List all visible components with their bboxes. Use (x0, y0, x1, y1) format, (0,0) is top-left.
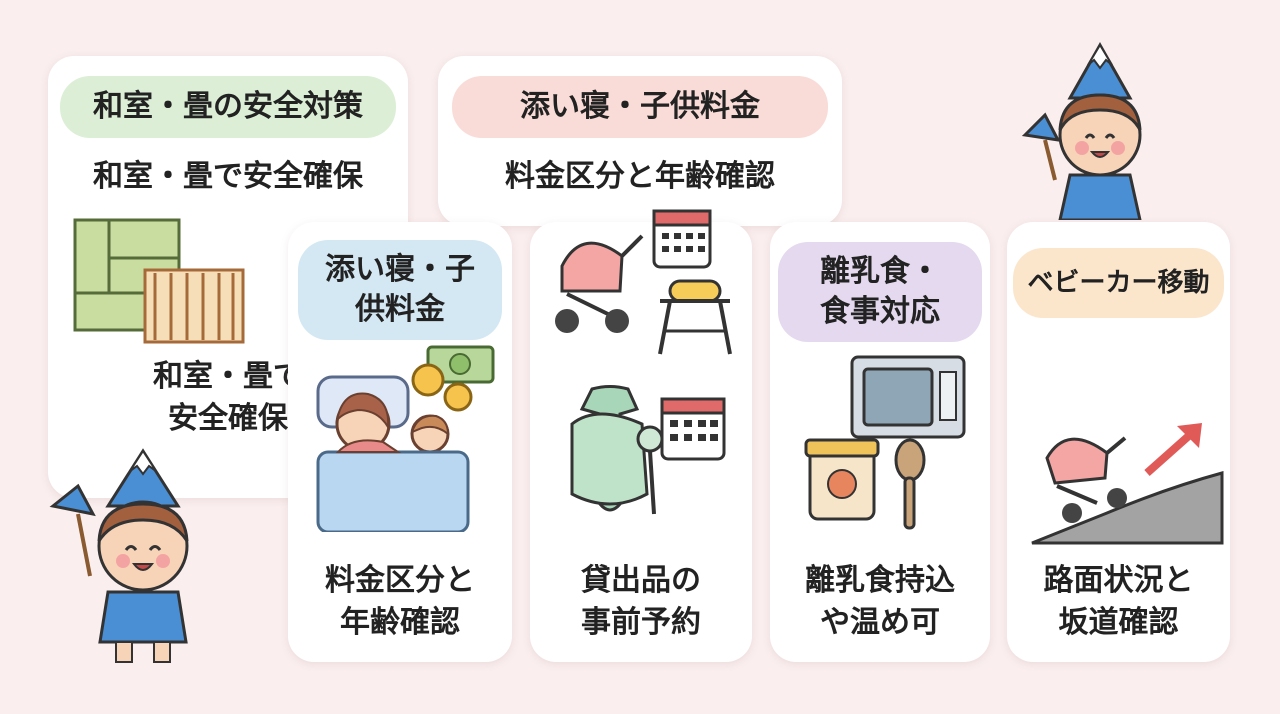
rental-caption-2: 事前予約 (581, 605, 701, 640)
pill-soine: 添い寝・子 供料金 (298, 240, 502, 340)
pill-soine-label-1: 添い寝・子 (325, 252, 475, 287)
pill-soine-label-2: 供料金 (355, 292, 445, 327)
washitsu-caption-1: 和室・畳で (153, 359, 303, 394)
stroller-slope-icon (1031, 423, 1224, 545)
mascot-girl-bottom-left-icon (49, 448, 189, 663)
washitsu-subtitle: 和室・畳で安全確保 (93, 159, 363, 194)
pill-stroller: ベビーカー移動 (1013, 248, 1224, 318)
pill-soine-top: 添い寝・子供料金 (452, 76, 828, 138)
soine-caption-1: 料金区分と (325, 563, 475, 598)
babyfood-caption-1: 離乳食持込 (805, 563, 955, 598)
washitsu-caption-2: 安全確保 (168, 401, 288, 436)
microwave-jar-spoon-icon (804, 355, 966, 530)
co-sleeping-icon (316, 345, 495, 532)
pill-stroller-label: ベビーカー移動 (1027, 268, 1210, 298)
pill-babyfood-label-2: 食事対応 (820, 294, 940, 329)
stroller-caption-1: 路面状況と (1043, 563, 1194, 598)
pill-babyfood-label-1: 離乳食・ (820, 254, 940, 289)
pill-babyfood: 離乳食・ 食事対応 (778, 242, 982, 342)
mascot-girl-top-right-icon (1021, 41, 1142, 220)
pill-soine-top-label: 添い寝・子供料金 (520, 89, 760, 124)
card-rental: 貸出品の 事前予約 (530, 209, 752, 662)
babyfood-caption-2: や温め可 (820, 605, 940, 640)
stroller-highchair-calendar-icon (555, 209, 732, 355)
card-soine-top: 添い寝・子供料金 料金区分と年齢確認 (438, 56, 842, 226)
rental-caption-1: 貸出品の (581, 563, 701, 598)
bodysuit-calendar-icon (570, 385, 726, 515)
card-babyfood: 離乳食・ 食事対応 離乳食持込 や温め可 (770, 222, 990, 662)
pill-washitsu-label: 和室・畳の安全対策 (93, 89, 363, 124)
stroller-caption-2: 坂道確認 (1058, 605, 1179, 640)
card-stroller: ベビーカー移動 路面状況と 坂道確認 (1007, 222, 1230, 662)
tatami-crib-icon (73, 218, 245, 344)
pill-washitsu: 和室・畳の安全対策 (60, 76, 396, 138)
soine-caption-2: 年齢確認 (340, 605, 460, 640)
soine-top-subtitle: 料金区分と年齢確認 (505, 159, 775, 194)
card-soine: 添い寝・子 供料金 料金区分と 年齢確認 (288, 222, 512, 662)
